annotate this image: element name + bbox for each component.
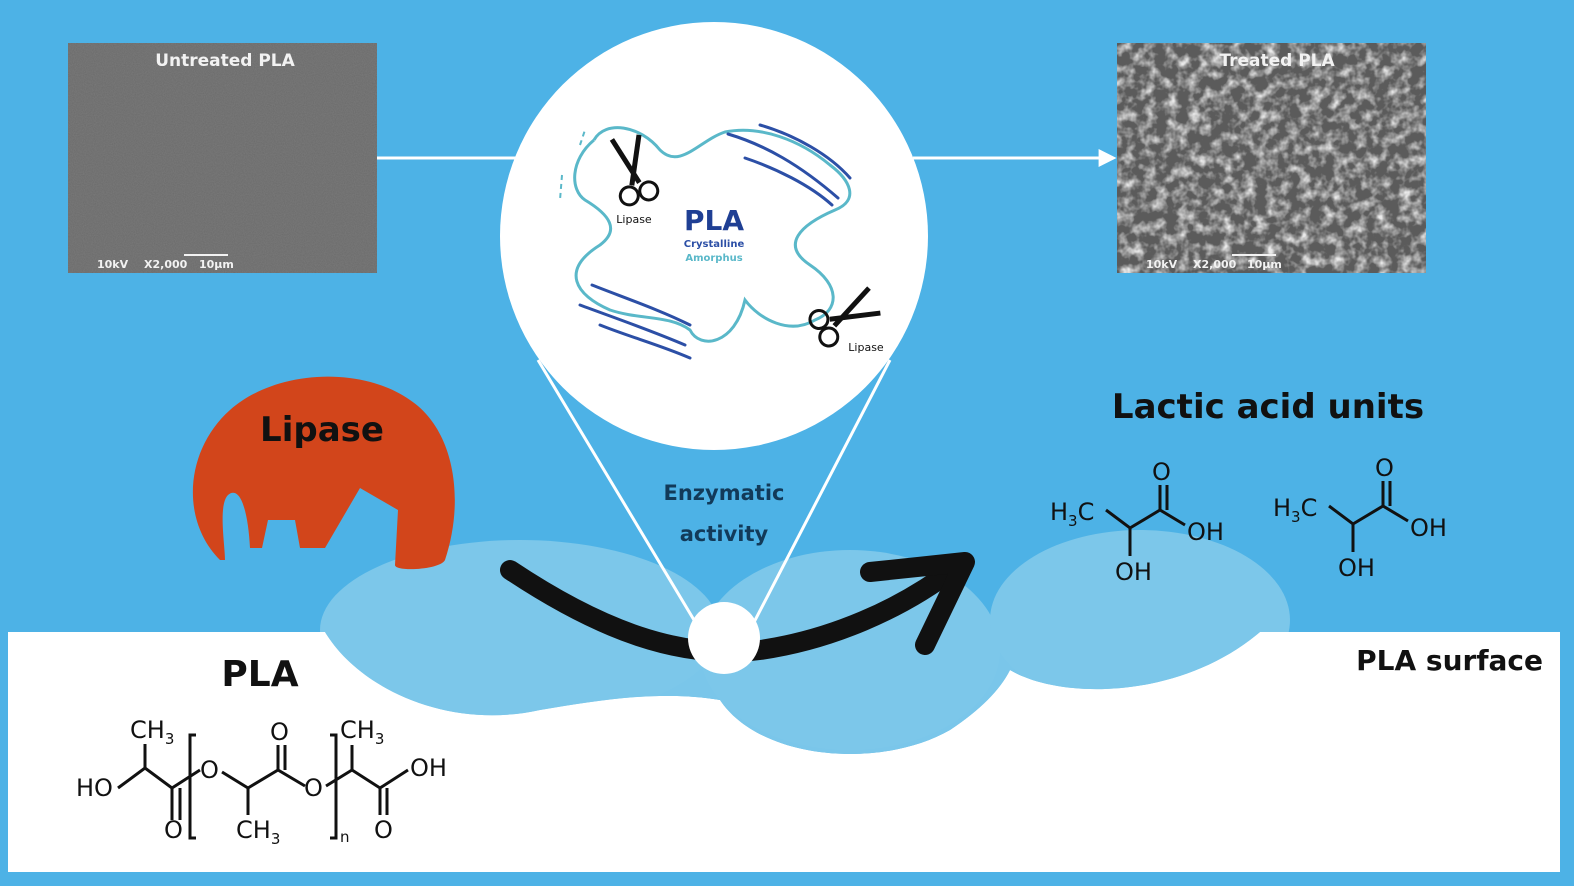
- lipase-scissors-label-2: Lipase: [848, 341, 884, 354]
- svg-text:O: O: [200, 756, 219, 784]
- amorphous-chain: [573, 126, 852, 343]
- pla-surface: [8, 632, 1560, 872]
- lactic-acid-molecule-1: H3C O OH OH: [1050, 458, 1224, 586]
- svg-text:O: O: [164, 816, 183, 844]
- untreated-title: Untreated PLA: [155, 51, 295, 71]
- svg-text:OH: OH: [1187, 518, 1224, 546]
- svg-text:O: O: [374, 816, 393, 844]
- treated-sem-image: Treated PLA 10kV X2,000 10µm: [1117, 43, 1426, 273]
- enzymatic-line1: Enzymatic: [664, 481, 785, 505]
- svg-text:O: O: [1375, 454, 1394, 482]
- pla-surface-label: PLA surface: [1356, 644, 1543, 677]
- svg-text:O: O: [270, 718, 289, 746]
- lactic-acid-molecule-2: H3C O OH OH: [1273, 454, 1447, 582]
- svg-text:HO: HO: [76, 774, 113, 802]
- pla-structure: CH3 HO O O O CH3 O n CH3 OH O: [76, 716, 447, 848]
- enzymatic-line2: activity: [680, 522, 769, 546]
- svg-text:OH: OH: [1338, 554, 1375, 582]
- zoom-origin-circle: [688, 602, 760, 674]
- svg-text:CH3: CH3: [130, 716, 174, 748]
- svg-text:H3C: H3C: [1273, 494, 1317, 526]
- lipase-scissors-label-1: Lipase: [616, 213, 652, 226]
- pla-title: PLA: [221, 654, 298, 695]
- svg-text:OH: OH: [410, 754, 447, 782]
- svg-text:CH3: CH3: [340, 716, 384, 748]
- zoom-cone: [536, 359, 892, 631]
- lipase-label: Lipase: [260, 410, 384, 450]
- untreated-sem-image: Untreated PLA 10kV X2,000 10µm: [68, 43, 377, 273]
- crystalline-label: Crystalline: [684, 239, 745, 250]
- amorphous-label: Amorphus: [685, 253, 742, 264]
- svg-text:O: O: [304, 774, 323, 802]
- zoom-circle: PLA Crystalline Amorphus Lipase Lipase: [500, 22, 928, 450]
- treated-scale: 10µm: [1247, 258, 1282, 271]
- treated-magnification: X2,000: [1193, 258, 1237, 271]
- treated-voltage: 10kV: [1146, 258, 1178, 271]
- lipase-enzyme: Lipase: [192, 376, 455, 570]
- lactic-title: Lactic acid units: [1112, 387, 1424, 427]
- zoom-pla-title: PLA: [684, 204, 744, 237]
- svg-text:OH: OH: [1410, 514, 1447, 542]
- untreated-magnification: X2,000: [144, 258, 188, 271]
- svg-text:O: O: [1152, 458, 1171, 486]
- surface-bubble-inner: [325, 632, 1260, 754]
- untreated-scale: 10µm: [199, 258, 234, 271]
- svg-text:OH: OH: [1115, 558, 1152, 586]
- crystalline-strands: [578, 123, 852, 360]
- svg-text:H3C: H3C: [1050, 498, 1094, 530]
- svg-text:n: n: [340, 828, 350, 846]
- reaction-arrow: [500, 552, 975, 662]
- untreated-voltage: 10kV: [97, 258, 129, 271]
- treated-title: Treated PLA: [1219, 51, 1335, 71]
- scissors-icon: [609, 134, 660, 207]
- svg-text:CH3: CH3: [236, 816, 280, 848]
- scissors-icon: [808, 286, 881, 348]
